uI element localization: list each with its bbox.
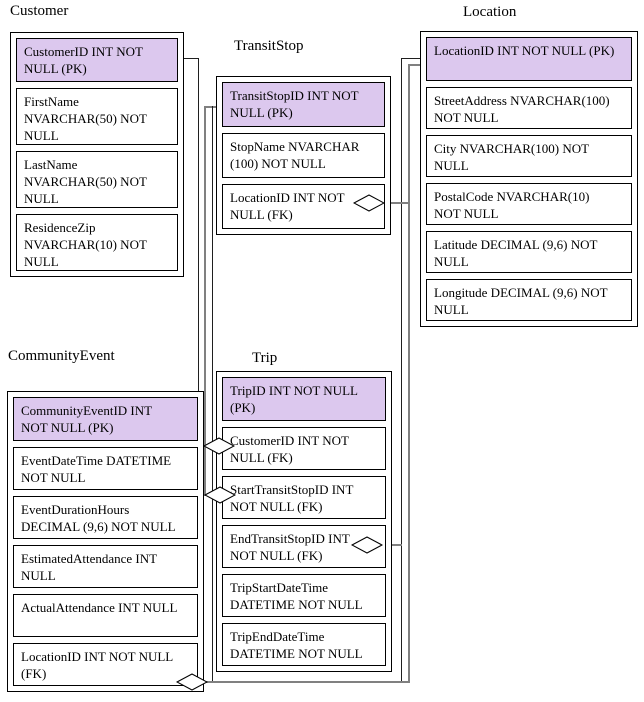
transitstop-primary-key-field: TransitStopID INT NOT NULL (PK) [222, 82, 385, 127]
communityevent-field-3: ActualAttendance INT NULL [13, 594, 198, 637]
customer-title: Customer [10, 3, 69, 19]
customer-field-1: LastName NVARCHAR(50) NOT NULL [16, 151, 178, 208]
connector-transitstop-starttrip-stub [204, 106, 217, 108]
location-field-2: PostalCode NVARCHAR(10) NOT NULL [426, 183, 632, 225]
trip-field-3: TripStartDateTime DATETIME NOT NULL [222, 574, 386, 617]
transitstop-table: TransitStopID INT NOT NULL (PK) StopName … [216, 76, 391, 235]
relationship-diamond-icon [353, 194, 385, 212]
location-title: Location [463, 4, 517, 20]
connector-location-trunk-vertical [408, 64, 410, 682]
connector-endtrip-top-stub [401, 58, 420, 59]
transitstop-field-0: StopName NVARCHAR (100) NOT NULL [222, 133, 385, 178]
trip-field-1: StartTransitStopID INT NOT NULL (FK) [222, 476, 386, 519]
connector-communityevent-location-bottom [206, 681, 410, 683]
trip-field-4: TripEndDateTime DATETIME NOT NULL [222, 623, 386, 666]
connector-left-outer-vertical [212, 106, 213, 682]
trip-primary-key-field: TripID INT NOT NULL (PK) [222, 377, 386, 421]
communityevent-field-2: EstimatedAttendance INT NULL [13, 545, 198, 588]
connector-transitstop-location-stub [382, 202, 409, 204]
location-table: LocationID INT NOT NULL (PK) StreetAddres… [420, 31, 638, 327]
communityevent-field-0: EventDateTime DATETIME NOT NULL [13, 447, 198, 490]
communityevent-field-1: EventDurationHours DECIMAL (9,6) NOT NUL… [13, 496, 198, 539]
communityevent-table: CommunityEventID INT NOT NULL (PK) EventD… [7, 391, 204, 692]
connector-customer-trip-vertical [198, 58, 199, 447]
connector-customer-trip-stub [184, 58, 199, 59]
location-field-1: City NVARCHAR(100) NOT NULL [426, 135, 632, 177]
transitstop-title: TransitStop [234, 38, 304, 54]
relationship-diamond-icon [203, 437, 235, 455]
location-field-0: StreetAddress NVARCHAR(100) NOT NULL [426, 87, 632, 129]
connector-transitstop-starttrip-vertical [204, 106, 206, 496]
communityevent-primary-key-field: CommunityEventID INT NOT NULL (PK) [13, 397, 198, 441]
customer-field-2: ResidenceZip NVARCHAR(10) NOT NULL [16, 214, 178, 271]
trip-field-0: CustomerID INT NOT NULL (FK) [222, 427, 386, 470]
connector-endtrip-vertical [401, 58, 402, 682]
customer-primary-key-field: CustomerID INT NOT NULL (PK) [16, 38, 178, 82]
customer-field-0: FirstName NVARCHAR(50) NOT NULL [16, 88, 178, 145]
customer-table: CustomerID INT NOT NULL (PK) FirstName NV… [10, 32, 184, 277]
location-primary-key-field: LocationID INT NOT NULL (PK) [426, 37, 632, 81]
relationship-diamond-icon [204, 486, 236, 504]
relationship-diamond-icon [176, 673, 208, 691]
connector-location-trunk-top-stub [408, 64, 420, 66]
relationship-diamond-icon [351, 536, 383, 554]
trip-table: TripID INT NOT NULL (PK) CustomerID INT N… [216, 371, 392, 672]
trip-title: Trip [252, 350, 278, 366]
location-field-3: Latitude DECIMAL (9,6) NOT NULL [426, 231, 632, 273]
communityevent-field-4: LocationID INT NOT NULL (FK) [13, 643, 198, 686]
transitstop-field-1: LocationID INT NOT NULL (FK) [222, 184, 385, 229]
location-field-4: Longitude DECIMAL (9,6) NOT NULL [426, 279, 632, 321]
communityevent-title: CommunityEvent [8, 348, 115, 364]
